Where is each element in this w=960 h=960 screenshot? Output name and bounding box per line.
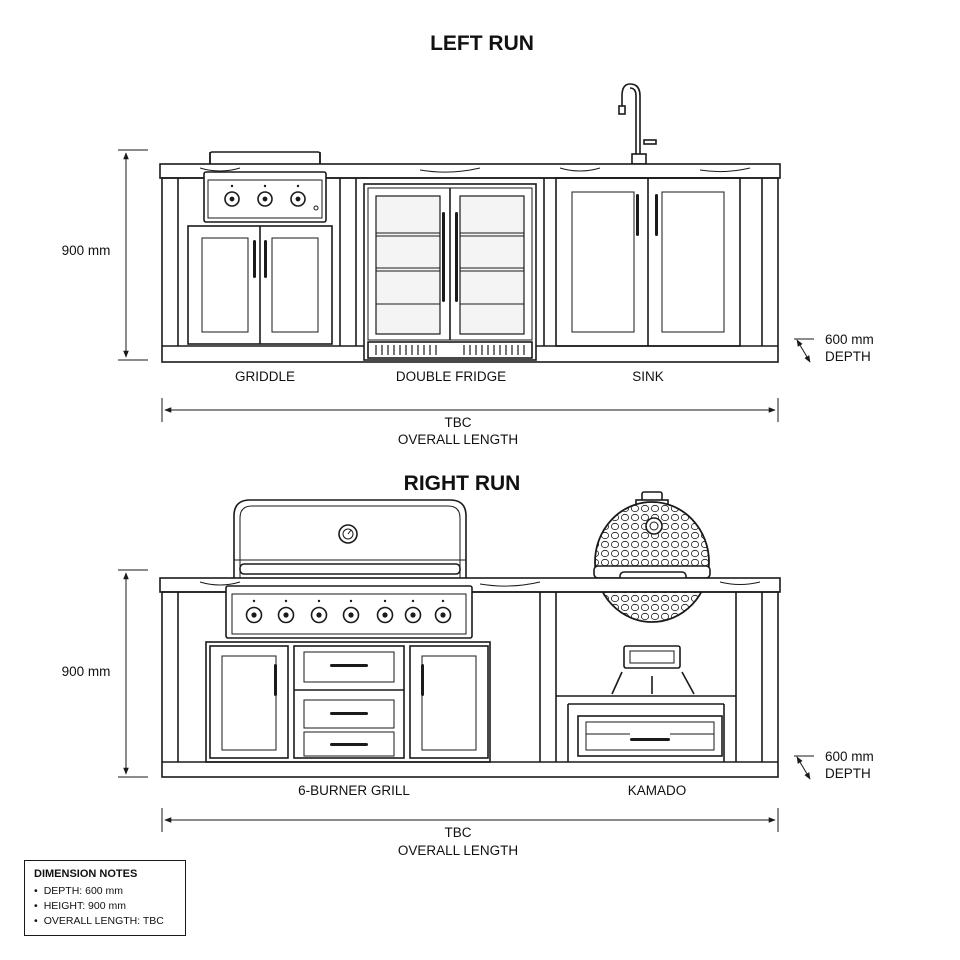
grill-control-panel [225,585,473,639]
dimension-notes-list: DEPTH: 600 mm HEIGHT: 900 mm OVERALL LEN… [34,884,176,929]
grill-base-cabinet [205,641,491,763]
left-cabinet-frame [161,177,779,363]
kamado-cabinet [539,592,737,762]
right-length-word: OVERALL LENGTH [398,843,518,858]
left-height-dimension: 900 mm [62,149,148,361]
double-fridge-module [355,178,545,361]
left-depth-dimension: 600 mm DEPTH [794,332,874,364]
grill-hood-handle [239,563,461,575]
left-length-dimension: TBC OVERALL LENGTH [161,398,779,447]
kamado-drawer [577,715,723,757]
dimension-notes-box: DIMENSION NOTES DEPTH: 600 mm HEIGHT: 90… [24,860,186,936]
right-height-label: 900 mm [62,664,111,679]
left-run: LEFT RUN 900 mm [62,32,874,447]
kamado-vent [623,645,681,669]
right-depth-value: 600 mm [825,749,874,764]
label-double-fridge: DOUBLE FRIDGE [396,369,506,384]
label-6-burner-grill: 6-BURNER GRILL [298,783,410,798]
right-depth-word: DEPTH [825,766,871,781]
left-length-word: OVERALL LENGTH [398,432,518,447]
grill-hood [233,499,467,581]
label-sink: SINK [632,369,664,384]
left-height-label: 900 mm [62,243,111,258]
griddle-module [187,171,341,346]
sink-module [555,177,741,347]
left-run-title: LEFT RUN [430,32,534,55]
dimension-notes-title: DIMENSION NOTES [34,868,138,880]
right-length-dimension: TBC OVERALL LENGTH [161,808,779,858]
left-depth-word: DEPTH [825,349,871,364]
label-kamado: KAMADO [628,783,687,798]
left-depth-value: 600 mm [825,332,874,347]
sink-faucet [618,83,657,165]
label-griddle: GRIDDLE [235,369,295,384]
note-overall-length: OVERALL LENGTH: TBC [34,914,176,929]
right-depth-dimension: 600 mm DEPTH [794,749,874,781]
right-run: RIGHT RUN 900 mm [62,472,874,858]
kamado-thermometer [645,517,663,535]
right-length-value: TBC [445,825,472,840]
note-height: HEIGHT: 900 mm [34,899,176,914]
kamado-egg [593,491,711,695]
left-length-value: TBC [445,415,472,430]
right-height-dimension: 900 mm [62,569,148,778]
note-depth: DEPTH: 600 mm [34,884,176,899]
right-run-title: RIGHT RUN [404,472,521,495]
fridge-vent-grille [367,341,533,359]
